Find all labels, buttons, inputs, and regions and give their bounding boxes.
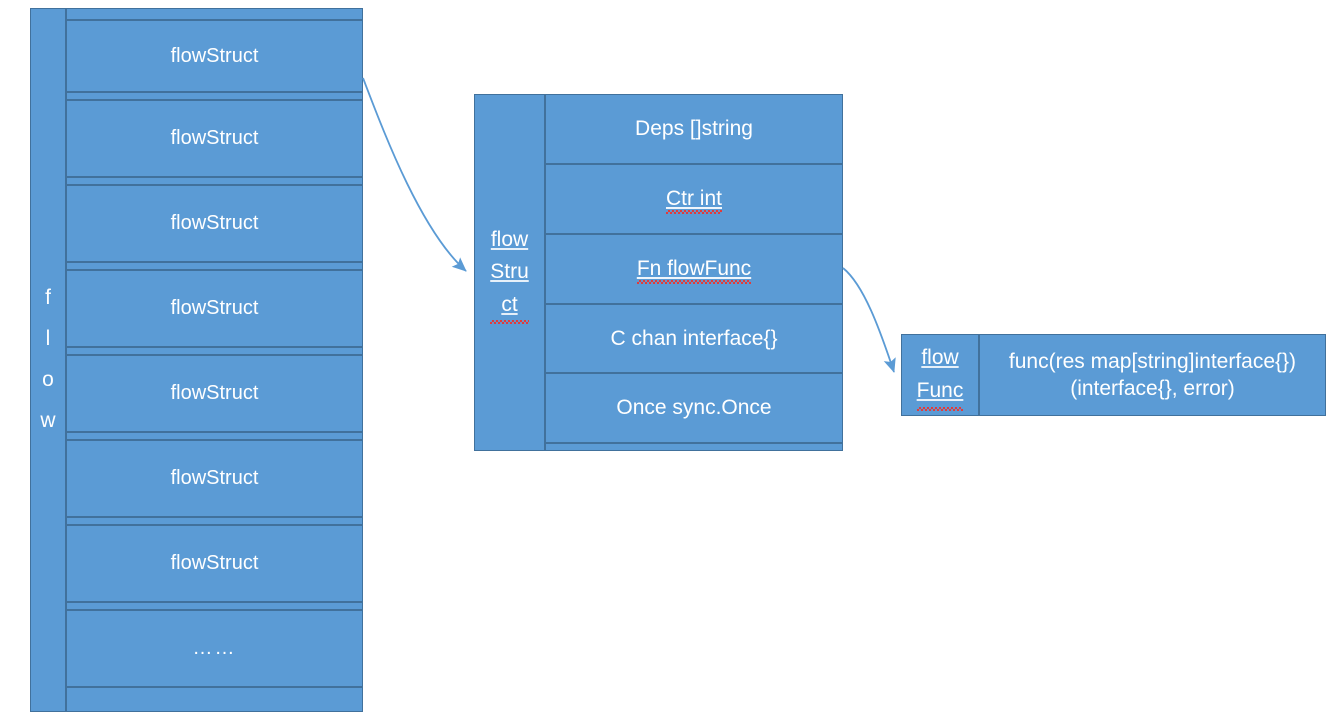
table-row — [66, 517, 363, 525]
flowstruct-detail-table: flow Stru ct Deps []string Ctr int Fn fl… — [474, 94, 843, 451]
list-item-label: flowStruct — [170, 212, 259, 234]
table-row-ellipsis[interactable]: …… — [66, 610, 363, 687]
field-label: C chan interface{} — [610, 326, 778, 350]
table-row — [66, 687, 363, 712]
flowfunc-signature-table: flow Func func(res map[string]interface{… — [901, 334, 1326, 416]
table-row — [66, 177, 363, 185]
table-row[interactable]: flowStruct — [66, 20, 363, 92]
table-row[interactable]: flowStruct — [66, 355, 363, 432]
field-label: Ctr int — [665, 187, 723, 214]
field-row-deps[interactable]: Deps []string — [545, 94, 843, 164]
list-item-label: flowStruct — [170, 552, 259, 574]
list-item-label: flowStruct — [170, 467, 259, 489]
table-row[interactable]: flowStruct — [66, 100, 363, 177]
field-row-once[interactable]: Once sync.Once — [545, 373, 843, 443]
field-label: Once sync.Once — [616, 396, 772, 419]
flowfunc-header-label: flow Func — [916, 342, 963, 411]
table-row — [66, 347, 363, 355]
flow-slice-header-label: f l o w — [40, 286, 56, 432]
table-row — [66, 602, 363, 610]
table-row — [66, 262, 363, 270]
field-row-empty — [545, 443, 843, 451]
list-item-label: flowStruct — [170, 382, 259, 404]
field-row-fn[interactable]: Fn flowFunc — [545, 234, 843, 304]
flowstruct-header-label: flow Stru ct — [490, 224, 529, 324]
field-label: Fn flowFunc — [636, 257, 752, 284]
arrow-fn-to-flowfunc — [842, 267, 896, 373]
table-row — [66, 92, 363, 100]
flowfunc-signature-cell[interactable]: func(res map[string]interface{}) (interf… — [979, 334, 1326, 416]
table-row[interactable]: flowStruct — [66, 525, 363, 602]
table-row — [66, 432, 363, 440]
list-item-label: flowStruct — [170, 297, 259, 319]
field-row-c[interactable]: C chan interface{} — [545, 304, 843, 373]
list-item-label: flowStruct — [170, 44, 259, 67]
table-row[interactable]: flowStruct — [66, 270, 363, 347]
flow-slice-header-cell: f l o w — [30, 8, 66, 712]
table-row[interactable]: flowStruct — [66, 185, 363, 262]
flow-slice-table: f l o w flowStruct flowStruct flowStruct… — [30, 8, 363, 712]
field-label: Deps []string — [635, 117, 753, 140]
arrow-flowstruct-to-detail — [362, 77, 467, 272]
flowstruct-header-cell: flow Stru ct — [474, 94, 545, 451]
flowfunc-signature-text: func(res map[string]interface{}) (interf… — [1008, 349, 1297, 400]
list-item-label: flowStruct — [170, 127, 259, 149]
flowfunc-header-cell: flow Func — [901, 334, 979, 416]
table-row — [66, 8, 363, 20]
ellipsis-label: …… — [192, 637, 237, 659]
table-row[interactable]: flowStruct — [66, 440, 363, 517]
field-row-ctr[interactable]: Ctr int — [545, 164, 843, 234]
